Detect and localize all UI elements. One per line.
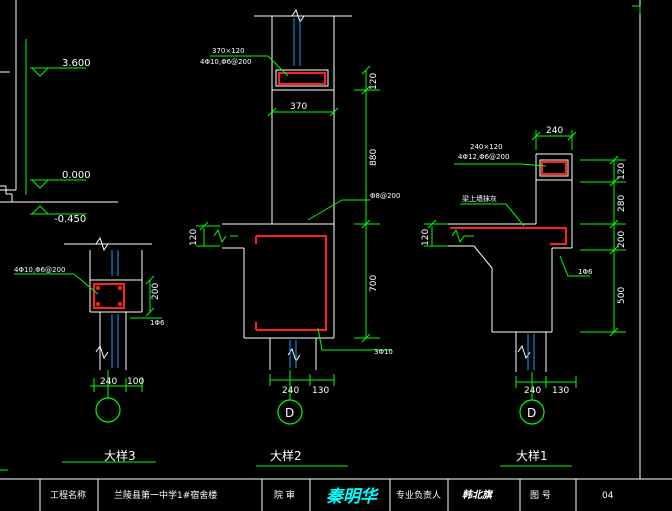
detail1-dim-w1: 240	[524, 386, 541, 396]
title-lead-signature: 韩北旗	[462, 489, 494, 501]
detail1-beam-size: 240×120	[470, 143, 503, 151]
detail3-rebar-dots	[96, 286, 122, 306]
detail3-axis-bubble	[95, 397, 121, 423]
title-drawing-no-label: 图 号	[530, 490, 551, 501]
detail3-wall-rebars	[111, 250, 119, 368]
title-lead-label: 专业负责人	[396, 489, 441, 501]
detail1-wall-rebars	[527, 334, 535, 370]
elevation-3600: 3.600	[62, 58, 91, 69]
detail2-dim-120: 120	[189, 229, 199, 246]
detail3-dim-w2: 100	[127, 377, 144, 387]
detail2-dimensions	[196, 55, 392, 467]
title-project-name: 兰陵县第一中学1#宿舍楼	[114, 489, 217, 501]
title-project-label: 工程名称	[50, 489, 86, 501]
detail3-outline	[64, 236, 152, 370]
detail1-main-rebar	[450, 227, 567, 245]
detail1-axis-bubble	[519, 399, 545, 425]
detail2-beam-size: 370×120	[212, 47, 245, 55]
detail2-dim-top: 120	[369, 73, 379, 90]
detail2-dim-w1: 240	[282, 386, 299, 396]
elevation-markers	[25, 39, 86, 215]
detail2-dim-width: 370	[290, 102, 307, 112]
detail1-outline	[436, 153, 573, 372]
detail1-dim-120a: 120	[617, 163, 627, 180]
detail2-dim-w2: 130	[312, 386, 329, 396]
title-block-grid	[39, 479, 577, 511]
detail2-rebar-bottom: 3Φ10	[374, 348, 393, 356]
detail1-title: 大样1	[516, 448, 548, 463]
title-drawing-no: 04	[602, 491, 614, 501]
detail1-dim-280: 280	[617, 195, 627, 212]
detail2-beam-rebar: 4Φ10,Φ6@200	[200, 58, 251, 66]
detail3-dim-w1: 240	[100, 377, 117, 387]
detail1-dim-120b: 120	[421, 229, 431, 246]
detail3-stirrup: 1Φ6	[150, 319, 165, 327]
detail2-title: 大样2	[270, 448, 302, 463]
detail1-dim-w2: 130	[552, 386, 569, 396]
detail1-beam	[539, 159, 569, 177]
detail2-axis-bubble	[277, 399, 303, 425]
detail1-beam-rebar: 4Φ12,Φ6@200	[458, 153, 509, 161]
frame-corner-marks	[0, 5, 641, 471]
detail3-rebar-note: 4Φ10,Φ6@200	[14, 266, 65, 274]
detail2-wall-rebars	[289, 18, 301, 368]
detail1-dim-200: 200	[617, 231, 627, 248]
detail1-dimensions	[424, 130, 626, 467]
detail2-beam	[275, 69, 329, 87]
detail3-title: 大样3	[104, 448, 136, 463]
title-review-label: 院 审	[274, 489, 295, 501]
elevation-minus-0450: -0.450	[54, 214, 86, 225]
detail2-rebar-mid: Φ8@200	[370, 192, 400, 200]
detail2-dim-700: 700	[369, 275, 379, 292]
detail1-axis-label: D	[527, 406, 536, 420]
detail2-main-rebar	[255, 235, 327, 331]
detail1-dim-500: 500	[617, 287, 627, 304]
elevation-0000: 0.000	[62, 170, 91, 181]
detail1-dim-width: 240	[546, 126, 563, 136]
title-signature: 秦明华	[326, 487, 380, 507]
drawing-frame	[0, 0, 672, 480]
detail1-ledge-note: 梁上墙抹灰	[462, 194, 497, 203]
detail3-leaders	[14, 273, 162, 463]
detail3-beam-stirrup	[93, 283, 125, 309]
detail3-dim-height: 200	[151, 283, 161, 300]
detail2-dim-880: 880	[369, 149, 379, 166]
detail1-stirrup: 1Φ6	[578, 268, 593, 276]
detail2-axis-label: D	[285, 406, 294, 420]
elevation-lines	[0, 0, 118, 203]
